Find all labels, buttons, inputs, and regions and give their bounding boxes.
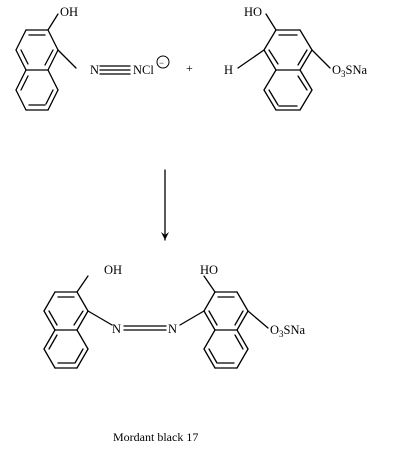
naphthalene-rings-right-reactant [263,29,313,111]
product-name-caption: Mordant black 17 [113,430,198,444]
negative-charge-symbol: − [156,55,170,69]
product-azo-dye: OH N N HO O3S [43,263,306,369]
azo-nitrogen-right-label: N [168,322,177,336]
sulfonate-group-label: O3SNa [332,63,368,79]
reactant-naphthol-sulfonate: HO H O3SNa [224,5,368,111]
naphthalene-rings-left-reactant [15,29,59,111]
naphthalene-rings-left-product [43,291,89,369]
diazo-nitrogen-label: N [90,63,99,77]
hydroxyl-group-label-left: OH [104,263,122,277]
azo-nitrogen-left-label: N [112,322,121,336]
plus-sign: + [186,61,193,75]
chloride-label: NCl [133,63,154,77]
hydroxyl-group-label-right: HO [200,263,218,277]
hydroxyl-group-label: OH [60,5,78,19]
svg-text:−: − [159,58,164,68]
reactant-diazonium-salt: OH N NCl − [15,5,170,111]
sulfonate-group-label: O3SNa [270,323,306,339]
hydrogen-atom-label: H [224,63,233,77]
hydroxyl-group-label: HO [244,5,262,19]
naphthalene-rings-right-product [203,291,249,369]
